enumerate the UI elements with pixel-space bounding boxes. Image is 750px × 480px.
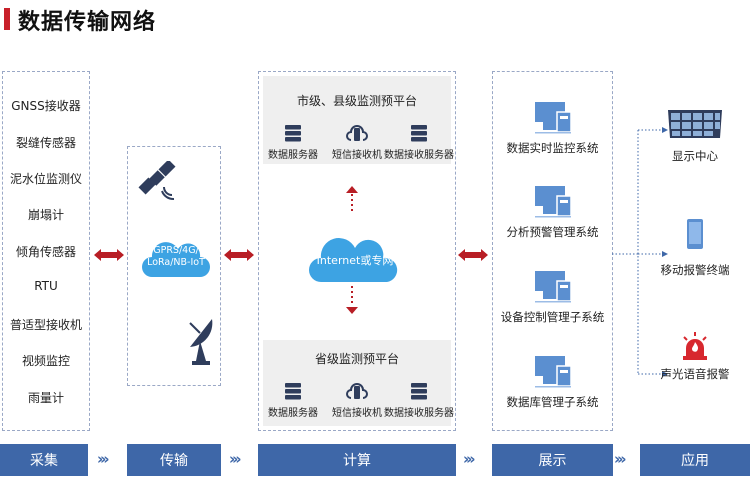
- app-label: 移动报警终端: [660, 263, 730, 277]
- computer-icon: [534, 102, 572, 134]
- system-label: 分析预警管理系统: [506, 225, 599, 239]
- app-item: 显示中心: [640, 108, 750, 164]
- collect-item: 普适型接收机: [9, 318, 82, 332]
- node-label: 数据服务器: [268, 150, 318, 161]
- collect-item: 倾角传感器: [15, 245, 76, 259]
- server-icon: [411, 383, 427, 400]
- chevron-right-icon: ›››: [463, 450, 475, 468]
- title-accent-bar: [4, 8, 10, 30]
- platform-node: 数据接收服务器: [379, 124, 459, 161]
- app-label: 声光语音报警: [660, 367, 730, 381]
- app-item: 移动报警终端: [640, 218, 750, 278]
- collect-item: 雨量计: [27, 391, 64, 405]
- internet-label: Internet或专网: [316, 254, 394, 267]
- chevron-right-icon: ›››: [97, 450, 109, 468]
- dotted-arrow-up-icon: [346, 186, 358, 214]
- system-item: 设备控制管理子系统: [493, 269, 612, 325]
- chevron-right-icon: ›››: [614, 450, 626, 468]
- cloud-label-line1: GPRS/4G/: [153, 245, 199, 256]
- app-connector-lines: [612, 127, 668, 377]
- city-county-platform: 市级、县级监测预平台 数据服务器 短信接收机 数据接收服务器: [263, 76, 454, 164]
- platform-node: 短信接收机: [317, 124, 397, 161]
- system-item: 分析预警管理系统: [493, 184, 612, 240]
- node-label: 数据接收服务器: [384, 408, 454, 419]
- double-arrow-icon: [94, 249, 124, 261]
- stage-apply: 应用: [640, 444, 750, 476]
- alarm-light-icon: [683, 332, 707, 360]
- compute-column: 市级、县级监测预平台 数据服务器 短信接收机 数据接收服务器 Internet或…: [258, 71, 456, 431]
- satellite-dish-icon: [189, 319, 213, 365]
- node-label: 数据服务器: [268, 408, 318, 419]
- system-item: 数据实时监控系统: [493, 100, 612, 156]
- server-icon: [285, 125, 301, 142]
- cloud-label-line2: LoRa/NB-IoT: [147, 257, 205, 268]
- node-label: 短信接收机: [332, 150, 382, 161]
- system-label: 数据库管理子系统: [506, 395, 599, 409]
- platform-node: 数据服务器: [253, 382, 333, 419]
- transmit-column: GPRS/4G/ LoRa/NB-IoT: [127, 146, 221, 386]
- sms-receiver-icon: [346, 383, 368, 399]
- chevron-right-icon: ›››: [229, 450, 241, 468]
- provincial-platform: 省级监测预平台 数据服务器 短信接收机 数据接收服务器: [263, 340, 454, 426]
- server-icon: [411, 125, 427, 142]
- computer-icon: [534, 271, 572, 303]
- platform-node: 数据服务器: [253, 124, 333, 161]
- platform-node: 短信接收机: [317, 382, 397, 419]
- stage-collect: 采集: [0, 444, 88, 476]
- page-title: 数据传输网络: [18, 10, 157, 35]
- dotted-arrow-down-icon: [346, 286, 358, 314]
- computer-icon: [534, 356, 572, 388]
- node-label: 数据接收服务器: [384, 150, 454, 161]
- satellite-icon: [138, 161, 176, 200]
- collect-item: GNSS接收器: [11, 99, 81, 113]
- double-arrow-icon: [458, 249, 488, 261]
- stage-transmit: 传输: [127, 444, 221, 476]
- node-label: 短信接收机: [332, 408, 382, 419]
- platform-node: 数据接收服务器: [379, 382, 459, 419]
- server-icon: [285, 383, 301, 400]
- collect-column: GNSS接收器 裂缝传感器 泥水位监测仪 崩塌计 倾角传感器 RTU 普适型接收…: [2, 71, 90, 431]
- internet-cloud-icon: [309, 238, 398, 282]
- display-column: 数据实时监控系统 分析预警管理系统 设备控制管理子系统 数据库管理子系统: [492, 71, 613, 431]
- double-arrow-icon: [224, 249, 254, 261]
- computer-icon: [534, 186, 572, 218]
- platform-title: 市级、县级监测预平台: [296, 94, 417, 108]
- collect-item: 视频监控: [21, 354, 70, 368]
- video-wall-icon: [668, 110, 722, 138]
- stage-display: 展示: [492, 444, 613, 476]
- app-label: 显示中心: [672, 149, 718, 163]
- stage-compute: 计算: [258, 444, 456, 476]
- system-label: 设备控制管理子系统: [500, 310, 605, 324]
- system-item: 数据库管理子系统: [493, 354, 612, 410]
- collect-item: 裂缝传感器: [15, 136, 76, 150]
- sms-receiver-icon: [346, 125, 368, 141]
- app-item: 声光语音报警: [640, 332, 750, 382]
- network-cloud-icon: [142, 242, 210, 277]
- collect-item: 崩塌计: [27, 208, 64, 222]
- platform-title: 省级监测预平台: [314, 352, 399, 366]
- system-label: 数据实时监控系统: [506, 141, 599, 155]
- collect-item: RTU: [34, 279, 58, 293]
- collect-item: 泥水位监测仪: [9, 172, 82, 186]
- mobile-terminal-icon: [687, 219, 703, 249]
